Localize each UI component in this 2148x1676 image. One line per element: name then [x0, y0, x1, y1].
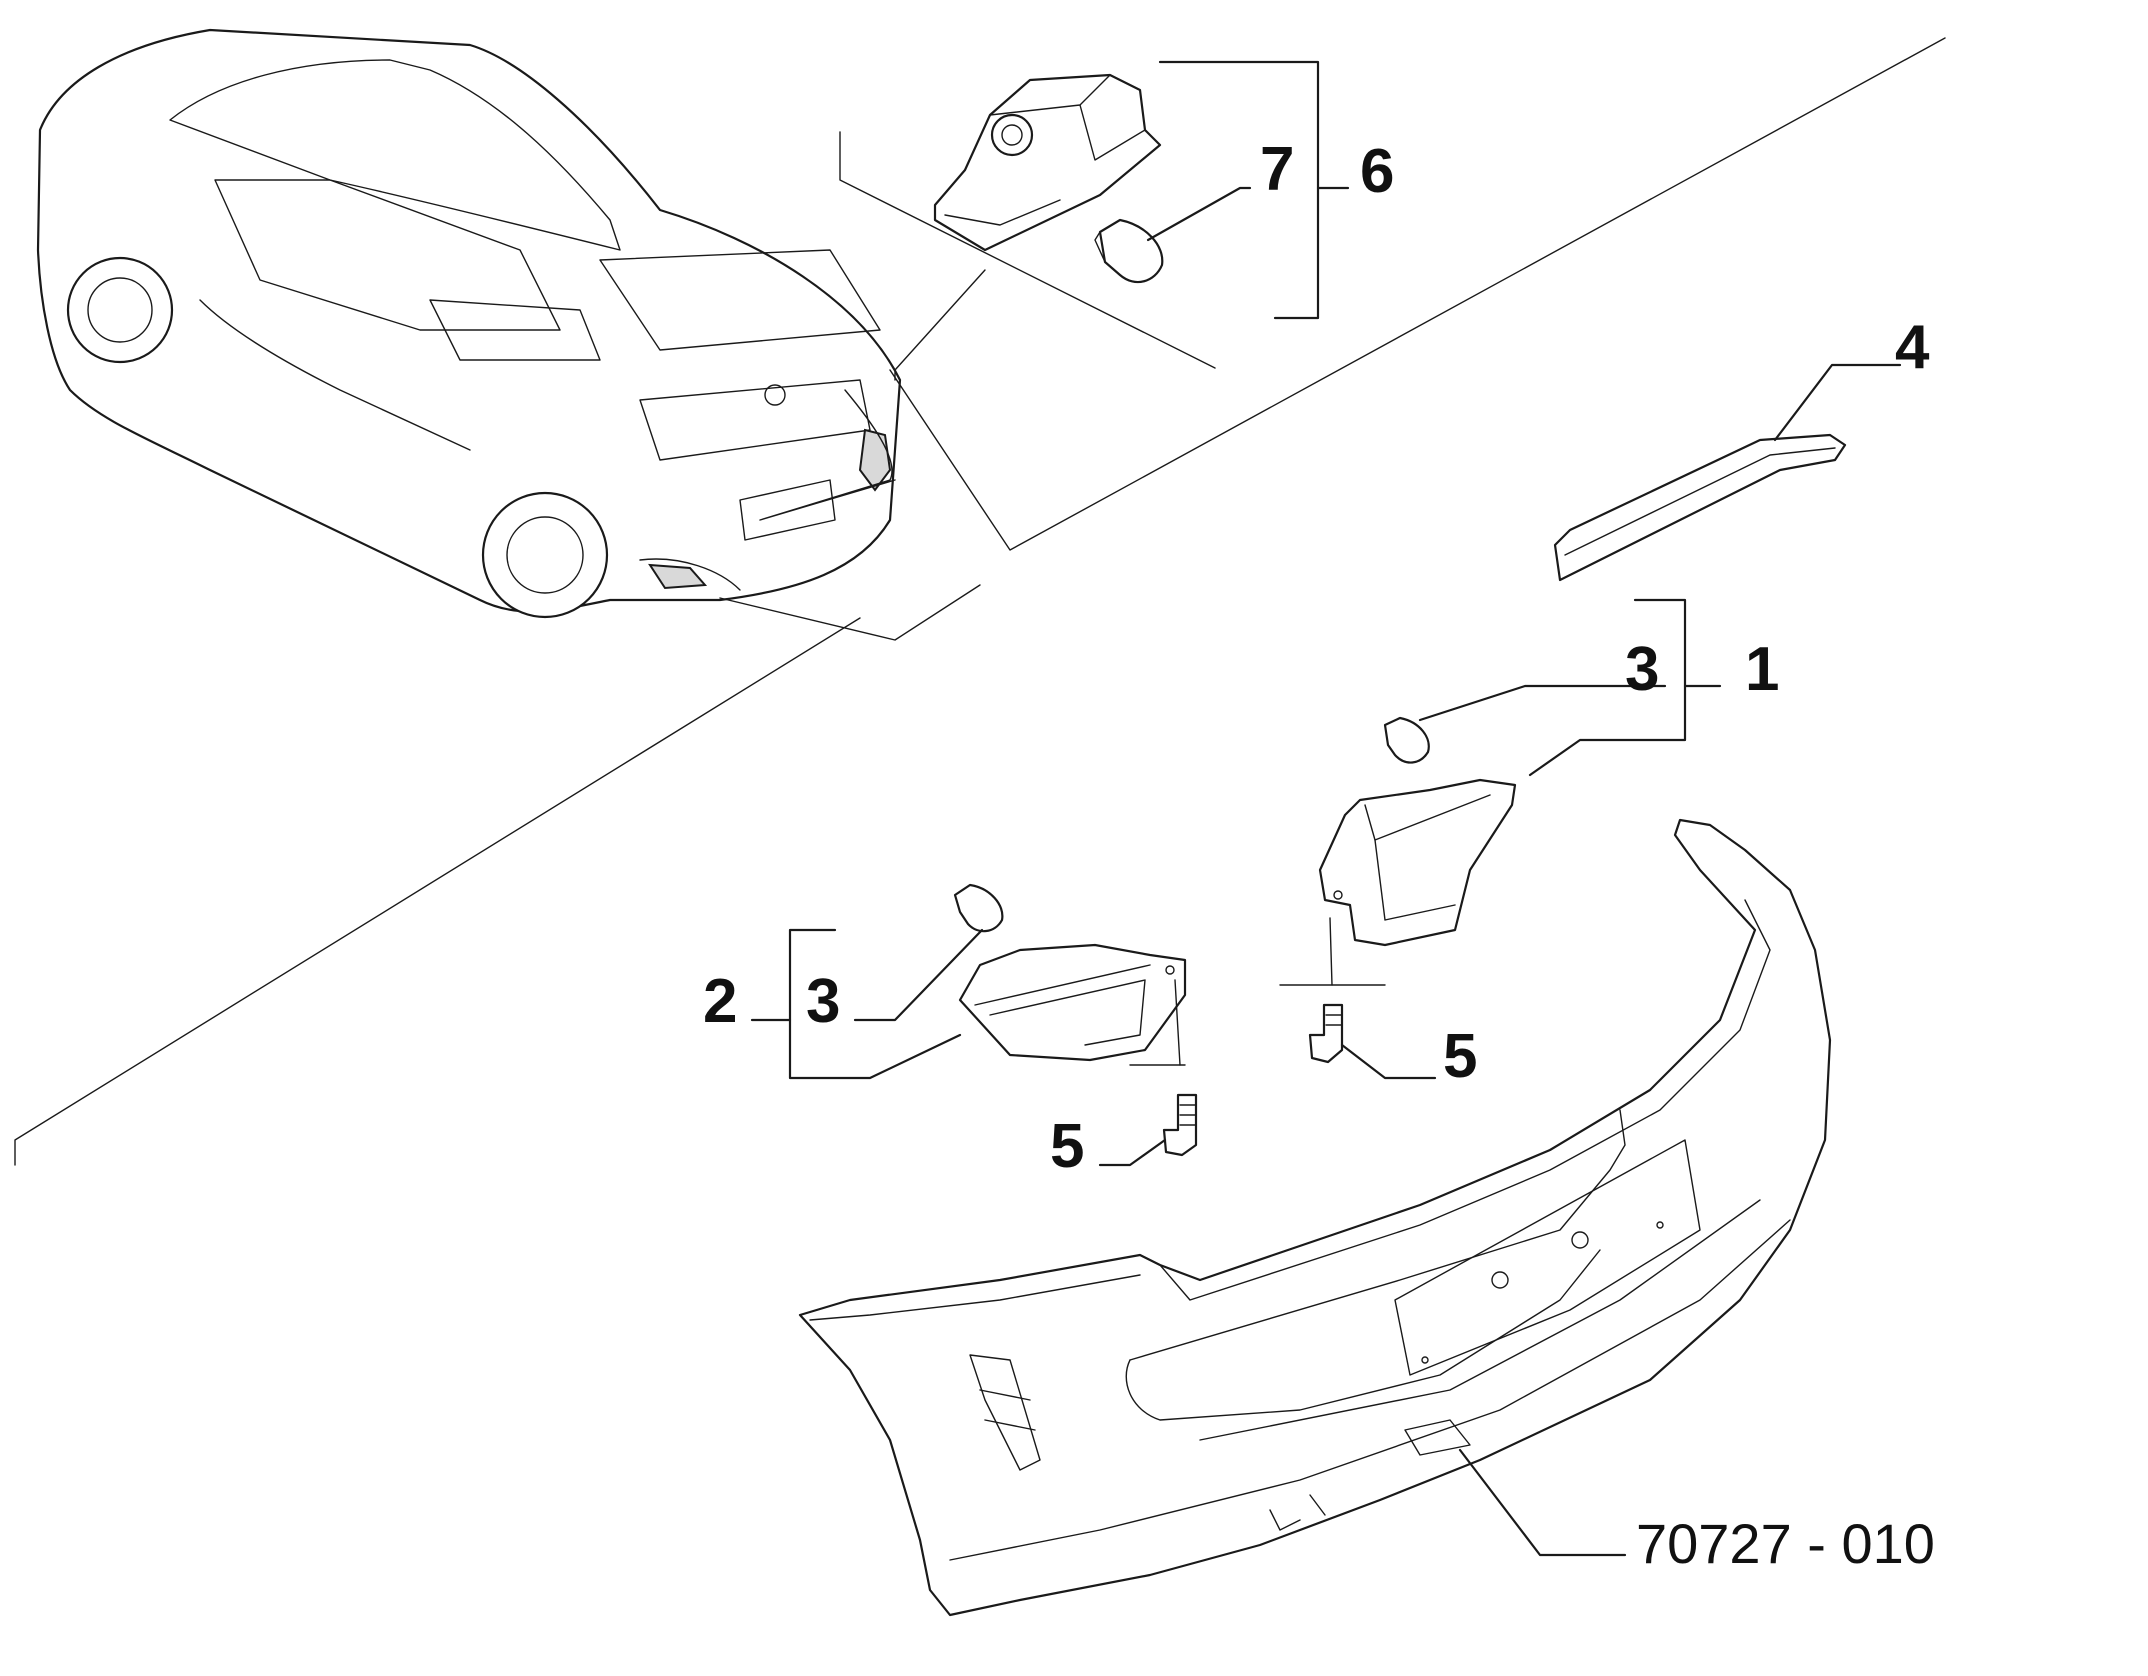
callout-5-right: 5 [1443, 1022, 1477, 1091]
callout-1: 1 [1745, 635, 1779, 704]
rear-lamp-left-part-2 [958, 943, 1187, 1062]
bulb-part-7 [1094, 218, 1164, 284]
car-overview-illustration [36, 28, 902, 619]
bulb-part-3-lower [853, 883, 1004, 1022]
callout-6: 6 [1360, 137, 1394, 206]
screw-part-5-right [1279, 917, 1437, 1080]
rear-lamp-right-part-1 [1318, 778, 1517, 947]
bracket-6-7 [1146, 60, 1350, 320]
screw-part-5-left [1098, 979, 1198, 1167]
callout-5-left: 5 [1050, 1112, 1084, 1181]
detail-frame-lines [14, 37, 1946, 1166]
callout-3-upper: 3 [1625, 635, 1659, 704]
bulb-part-3-upper [1383, 684, 1667, 764]
callout-3-lower: 3 [806, 967, 840, 1036]
bracket-1-3 [1528, 598, 1722, 777]
bracket-2-3 [750, 928, 962, 1080]
rear-bumper [798, 818, 1832, 1617]
callout-4: 4 [1895, 313, 1930, 382]
callout-7: 7 [1260, 135, 1294, 204]
bumper-leader-line [1458, 1448, 1627, 1557]
reflector-part-4 [1553, 363, 1902, 582]
callout-2: 2 [703, 967, 737, 1036]
licence-plate-lamp-part-6 [933, 73, 1162, 252]
drawing-code: 70727 - 010 [1636, 1512, 1935, 1575]
